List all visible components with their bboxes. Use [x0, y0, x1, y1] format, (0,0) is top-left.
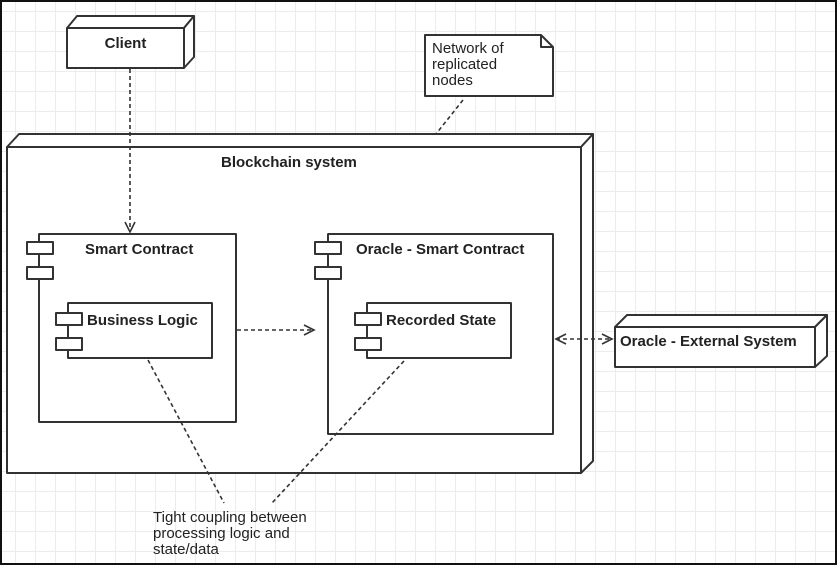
edge-network-note — [435, 99, 464, 135]
network-note-text: Network of replicated nodes — [432, 40, 504, 89]
component-port-icon — [314, 241, 342, 255]
client-label: Client — [104, 35, 147, 52]
oracle-external-system-label: Oracle - External System — [620, 333, 797, 350]
component-port-icon — [26, 266, 54, 280]
component-port-icon — [55, 337, 83, 351]
business-logic-label: Business Logic — [87, 312, 198, 329]
component-port-icon — [314, 266, 342, 280]
arrowhead-icon — [303, 324, 316, 336]
smart-contract-label: Smart Contract — [85, 241, 194, 258]
component-port-icon — [55, 312, 83, 326]
client-node[interactable] — [66, 15, 195, 69]
recorded-state-component[interactable] — [366, 302, 512, 359]
oracle-external-system-node[interactable] — [614, 314, 828, 368]
network-note[interactable] — [424, 34, 554, 97]
component-port-icon — [354, 337, 382, 351]
blockchain-system-label: Blockchain system — [221, 154, 357, 171]
business-logic-component[interactable] — [67, 302, 213, 359]
coupling-note-text: Tight coupling between processing logic … — [153, 509, 307, 558]
arrowhead-icon — [124, 221, 136, 234]
arrowhead-icon — [601, 333, 614, 345]
component-port-icon — [26, 241, 54, 255]
recorded-state-label: Recorded State — [386, 312, 497, 329]
edge-coupling-business-logic — [147, 359, 225, 504]
component-port-icon — [354, 312, 382, 326]
arrowhead-icon — [554, 333, 567, 345]
oracle-smart-contract-label: Oracle - Smart Contract — [356, 241, 525, 258]
edge-coupling-recorded-state — [271, 360, 405, 504]
